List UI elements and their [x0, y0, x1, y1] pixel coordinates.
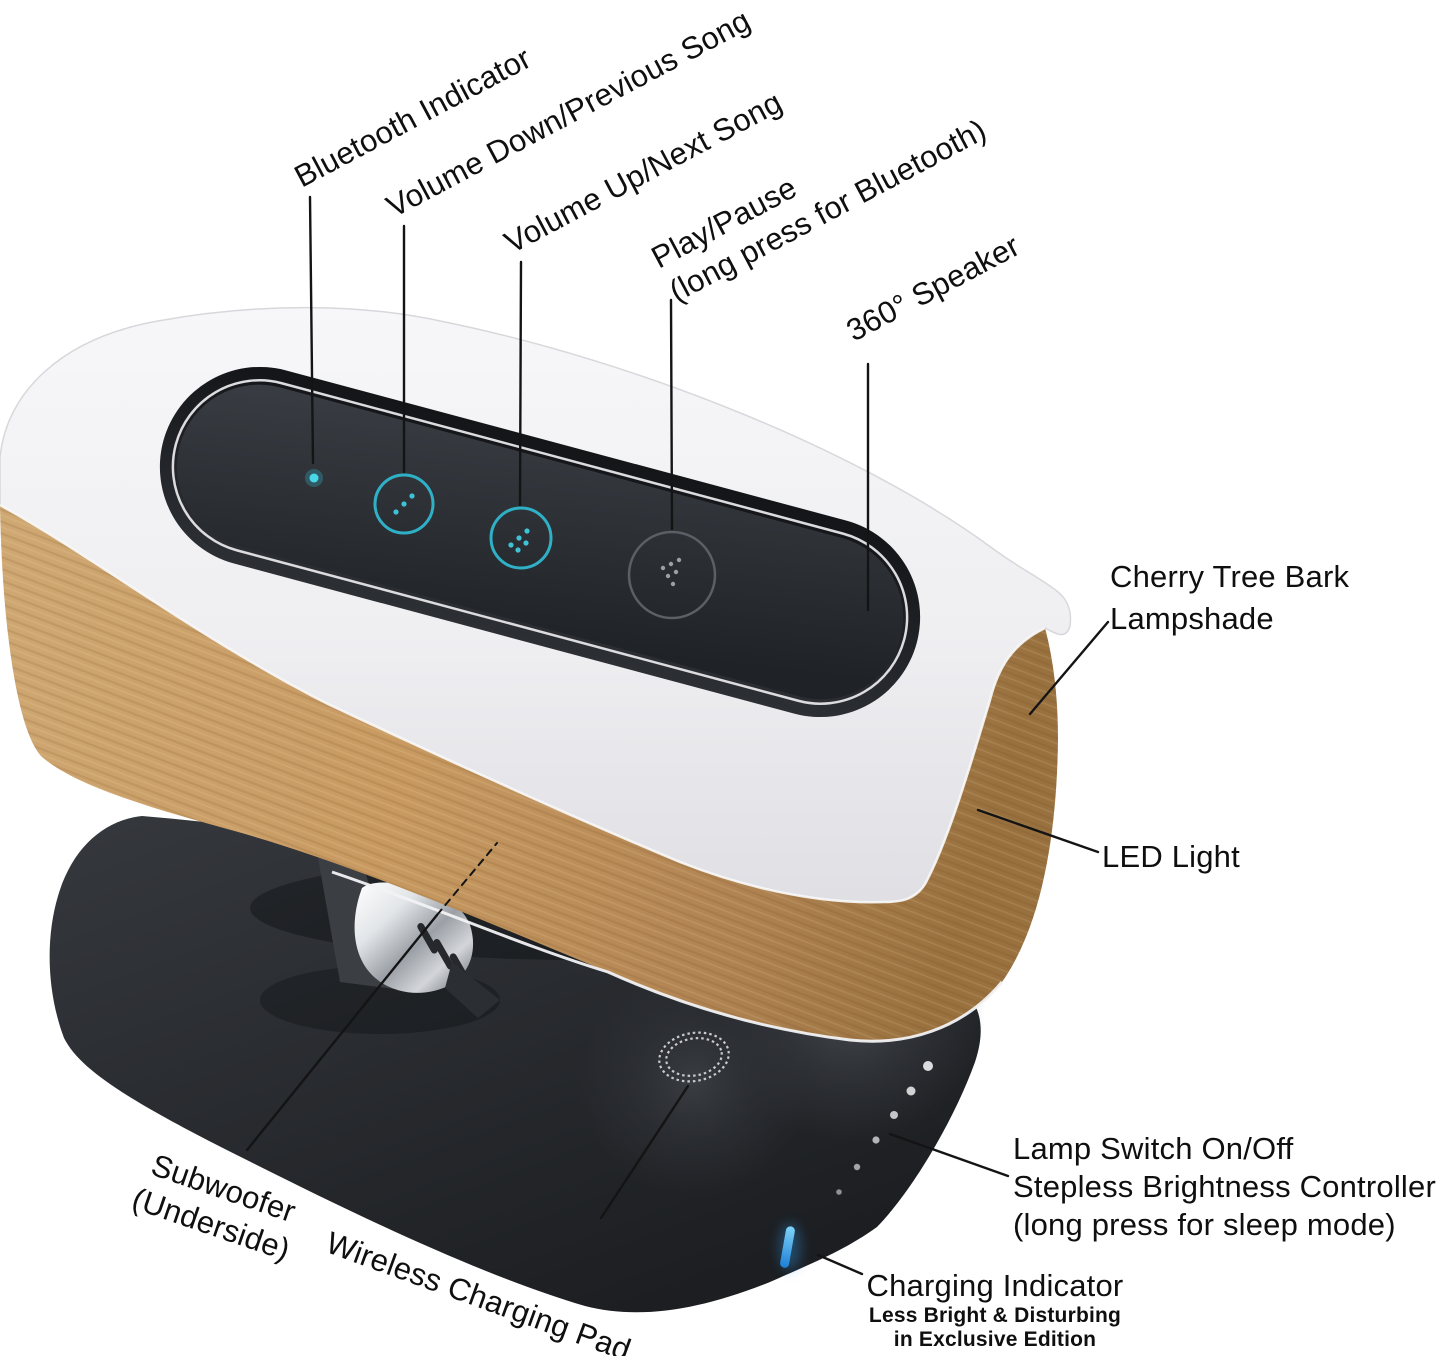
label-charging-indicator: Charging Indicator Less Bright & Disturb… — [853, 1268, 1137, 1352]
stand-lower-hinge — [445, 962, 500, 1018]
brightness-level-dots — [836, 1061, 933, 1195]
label-lamp-switch: Lamp Switch On/Off Stepless Brightness C… — [1013, 1130, 1436, 1244]
top-control-panel — [159, 366, 921, 718]
callout-line-lampshade — [1028, 620, 1110, 716]
stand — [318, 858, 500, 1018]
callout-line-volume-up — [518, 260, 523, 507]
callout-lines — [245, 195, 1110, 1276]
bluetooth-indicator-dot — [305, 469, 323, 487]
play-pause-button — [627, 530, 717, 620]
label-text-line3: (long press for sleep mode) — [1013, 1207, 1396, 1242]
callout-line-play-pause — [669, 298, 674, 531]
callout-line-lamp-switch — [888, 1132, 1010, 1178]
wireless-pad-dashed-ring — [658, 1031, 730, 1083]
play-pause-dots-icon — [660, 557, 682, 587]
stand-chrome-bracket — [354, 882, 474, 993]
callout-line-subwoofer — [245, 913, 439, 1152]
volume-down-button — [373, 473, 435, 535]
label-cherry-tree-bark-lampshade: Cherry Tree Bark Lampshade — [1110, 556, 1349, 640]
label-subtext-line1: Less Bright & Disturbing — [868, 1304, 1122, 1327]
slab-wood-seam — [0, 503, 1046, 904]
led-light-rim — [331, 870, 1004, 1043]
panel-white-ring — [171, 379, 909, 705]
lamp-body — [0, 306, 1072, 1043]
callout-line-wireless-pad — [599, 1084, 690, 1220]
label-subtext-line2: in Exclusive Edition — [893, 1328, 1097, 1351]
volume-up-dots-icon — [508, 528, 530, 553]
callout-line-charging — [816, 1253, 864, 1276]
label-text-line1: Cherry Tree Bark — [1110, 559, 1350, 594]
label-text-line2: Stepless Brightness Controller — [1013, 1169, 1436, 1204]
charging-indicator-led — [779, 1223, 801, 1271]
callout-line-bluetooth — [308, 195, 315, 465]
callout-line-subwoofer-dashed — [436, 842, 498, 916]
lampshade-wood-grain — [0, 505, 1058, 1042]
label-title: Charging Indicator — [866, 1268, 1124, 1303]
label-text-line1: Lamp Switch On/Off — [1013, 1131, 1294, 1166]
callout-line-led — [976, 808, 1100, 854]
volume-down-dots-icon — [393, 493, 415, 515]
speaker-grille-panel — [176, 384, 904, 700]
volume-up-button — [489, 506, 553, 570]
label-led-light: LED Light — [1102, 838, 1240, 876]
label-text: LED Light — [1102, 839, 1240, 874]
label-text-line2: Lampshade — [1110, 601, 1274, 636]
